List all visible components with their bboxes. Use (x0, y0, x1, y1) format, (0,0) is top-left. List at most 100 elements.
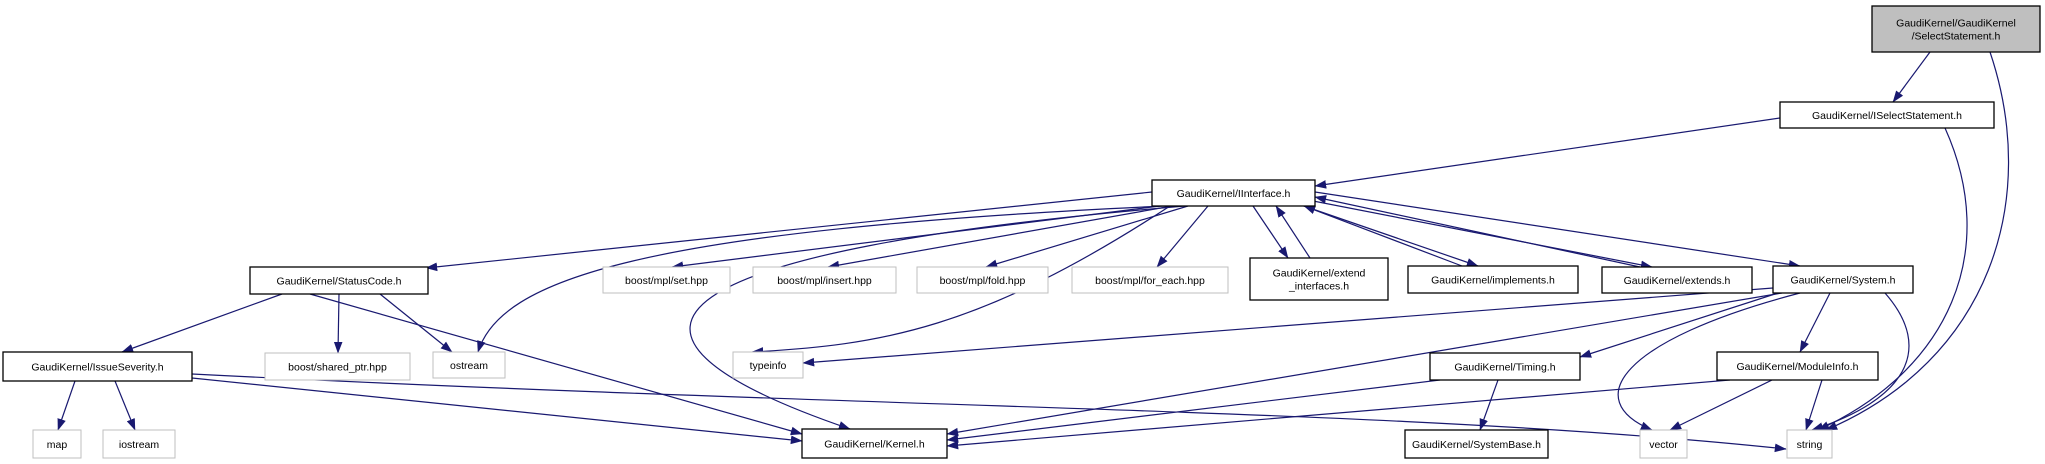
edge-issue_severity-to-kernel (191, 377, 803, 445)
edge-system-to-timing (1579, 292, 1779, 358)
edge-module_info-to-vector (1669, 379, 1773, 431)
node-status_code[interactable]: GaudiKernel/StatusCode.h (249, 266, 429, 295)
edge-implements-to-iinterface (1303, 205, 1463, 267)
node-box (1151, 179, 1316, 207)
node-label: GaudiKernel/implements.h (1431, 274, 1555, 286)
node-select_statement[interactable]: GaudiKernel/GaudiKernel/SelectStatement.… (1871, 5, 2041, 53)
node-box (32, 429, 82, 459)
node-vector: vector (1639, 429, 1688, 459)
node-box (2, 351, 193, 382)
node-label: boost/mpl/set.hpp (625, 275, 708, 287)
node-box (1404, 429, 1549, 459)
node-box (249, 266, 429, 295)
node-label: GaudiKernel/Timing.h (1454, 361, 1555, 373)
node-mpl_insert: boost/mpl/insert.hpp (752, 266, 897, 294)
edge-select_statement-to-string (1825, 51, 2010, 431)
edge-iinterface-to-mpl_for_each (1156, 205, 1209, 268)
node-box (1429, 352, 1581, 381)
node-iostream: iostream (102, 429, 176, 459)
node-timing[interactable]: GaudiKernel/Timing.h (1429, 352, 1581, 381)
node-box (916, 266, 1049, 294)
node-extend_interfaces[interactable]: GaudiKernel/extend_interfaces.h (1249, 257, 1389, 301)
edge-iinterface-to-system (1314, 191, 1801, 269)
edge-system-to-vector (1617, 292, 1801, 431)
node-box (1407, 265, 1579, 294)
edge-iselect_statement-to-iinterface (1314, 117, 1781, 189)
node-shared_ptr: boost/shared_ptr.hpp (264, 352, 411, 381)
node-box (1249, 257, 1389, 301)
node-extends[interactable]: GaudiKernel/extends.h (1601, 266, 1753, 294)
edge-issue_severity-to-iostream (114, 380, 136, 431)
node-label: GaudiKernel/StatusCode.h (277, 275, 402, 287)
node-box (752, 266, 897, 294)
node-label: GaudiKernel/IssueSeverity.h (31, 361, 163, 373)
node-system[interactable]: GaudiKernel/System.h (1772, 265, 1914, 294)
node-system_base[interactable]: GaudiKernel/SystemBase.h (1404, 429, 1549, 459)
node-label: GaudiKernel/SystemBase.h (1412, 439, 1541, 451)
edge-timing-to-system_base (1479, 379, 1499, 431)
edge-issue_severity-to-map (57, 380, 76, 431)
edge-system-to-string (1811, 292, 1910, 431)
node-typeinfo: typeinfo (732, 351, 804, 379)
node-box (801, 428, 948, 459)
node-box (102, 429, 176, 459)
node-iinterface[interactable]: GaudiKernel/IInterface.h (1151, 179, 1316, 207)
node-kernel[interactable]: GaudiKernel/Kernel.h (801, 428, 948, 459)
edge-iinterface-to-implements (1297, 203, 1479, 267)
node-box (1071, 266, 1229, 294)
node-box (1601, 266, 1753, 294)
node-label: GaudiKernel/extends.h (1624, 275, 1731, 287)
edge-system-to-kernel (946, 292, 1783, 437)
edge-status_code-to-ostream (379, 293, 453, 353)
node-box (432, 351, 506, 379)
node-label: boost/shared_ptr.hpp (288, 361, 387, 373)
edge-system-to-module_info (1799, 292, 1831, 353)
node-label: GaudiKernel/IInterface.h (1177, 188, 1291, 200)
node-label: string (1797, 439, 1823, 451)
node-box (1716, 351, 1879, 381)
node-label: GaudiKernel/ModuleInfo.h (1737, 361, 1859, 373)
node-label: boost/mpl/insert.hpp (777, 275, 872, 287)
edge-select_statement-to-iselect_statement (1892, 51, 1931, 103)
node-mpl_set: boost/mpl/set.hpp (602, 266, 731, 294)
node-label: vector (1649, 439, 1678, 451)
edge-iinterface-to-typeinfo (751, 205, 1171, 356)
node-label: GaudiKernel/Kernel.h (824, 438, 925, 450)
node-ostream: ostream (432, 351, 506, 379)
edge-extends-to-iinterface (1314, 195, 1641, 268)
edge-iselect_statement-to-string (1817, 127, 1968, 431)
node-layer: GaudiKernel/GaudiKernel/SelectStatement.… (2, 5, 2041, 459)
node-iselect_statement[interactable]: GaudiKernel/ISelectStatement.h (1779, 101, 1995, 129)
node-box (1779, 101, 1995, 129)
node-label: ostream (450, 360, 488, 372)
edge-layer (57, 51, 2010, 453)
node-mpl_for_each: boost/mpl/for_each.hpp (1071, 266, 1229, 294)
node-label: GaudiKernel/System.h (1790, 274, 1895, 286)
edge-module_info-to-string (1805, 379, 1823, 431)
node-label: typeinfo (750, 360, 787, 372)
node-module_info[interactable]: GaudiKernel/ModuleInfo.h (1716, 351, 1879, 381)
node-string: string (1786, 429, 1833, 459)
edge-iinterface-to-extends (1307, 199, 1653, 270)
edge-extend_interfaces-to-iinterface (1275, 205, 1311, 259)
edge-module_info-to-kernel (946, 379, 1731, 450)
node-implements[interactable]: GaudiKernel/implements.h (1407, 265, 1579, 294)
edge-status_code-to-issue_severity (121, 293, 283, 353)
edge-iinterface-to-mpl_insert (827, 205, 1173, 270)
node-label: boost/mpl/for_each.hpp (1095, 275, 1205, 287)
edge-status_code-to-shared_ptr (333, 293, 343, 354)
edge-iinterface-to-extend_interfaces (1252, 205, 1289, 259)
node-label: GaudiKernel/GaudiKernel/SelectStatement.… (1896, 17, 2016, 42)
node-issue_severity[interactable]: GaudiKernel/IssueSeverity.h (2, 351, 193, 382)
edge-system-to-typeinfo (802, 287, 1774, 367)
node-label: iostream (119, 439, 160, 451)
edge-iinterface-to-ostream (477, 205, 1166, 353)
node-box (1871, 5, 2041, 53)
node-label: map (47, 439, 68, 451)
node-label: GaudiKernel/extend_interfaces.h (1273, 267, 1366, 292)
node-box (1786, 429, 1833, 459)
node-box (602, 266, 731, 294)
edge-iinterface-to-status_code (425, 191, 1153, 272)
edge-issue_severity-to-string (191, 373, 1787, 453)
